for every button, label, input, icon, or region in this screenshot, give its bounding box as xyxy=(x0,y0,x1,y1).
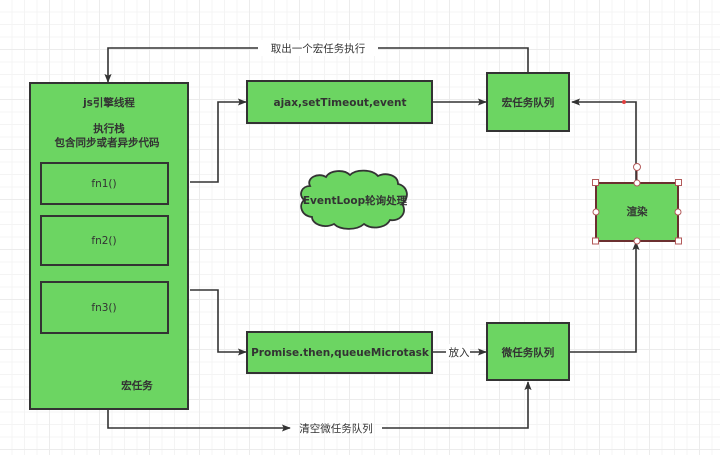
micro-queue-label: 微任务队列 xyxy=(501,346,555,359)
fn1-label: fn1() xyxy=(91,178,116,190)
stack-title: 执行栈 xyxy=(93,122,125,135)
resize-handle-ne[interactable] xyxy=(675,179,682,186)
stack-description: 包含同步或者异步代码 xyxy=(55,136,160,149)
node-micro-queue[interactable]: 微任务队列 xyxy=(486,322,570,381)
edge-render-to-macro[interactable] xyxy=(571,98,637,183)
edge-take-macro[interactable]: 取出一个宏任务执行 xyxy=(104,40,529,100)
resize-handle-sw[interactable] xyxy=(592,237,599,245)
edge-label-put-in: 放入 xyxy=(449,346,470,359)
fn2-label: fn2() xyxy=(91,235,116,247)
node-micro-sources[interactable]: Promise.then,queueMicrotask xyxy=(246,331,433,374)
edge-clear-micro[interactable]: 清空微任务队列 xyxy=(107,381,532,435)
selection-handles[interactable] xyxy=(592,163,682,245)
node-macro-sources[interactable]: ajax,setTimeout,event xyxy=(246,80,433,124)
resize-handle-w[interactable] xyxy=(592,208,600,216)
edge-label-take-macro: 取出一个宏任务执行 xyxy=(271,42,366,55)
edge-label-bg xyxy=(446,344,470,360)
engine-footer-macro-task: 宏任务 xyxy=(121,379,153,392)
render-label: 渲染 xyxy=(627,205,648,218)
resize-handle-e[interactable] xyxy=(674,208,682,216)
node-eventloop-cloud[interactable]: EventLoop轮询处理 xyxy=(300,169,408,230)
macro-sources-label: ajax,setTimeout,event xyxy=(273,97,406,109)
edge-put-in[interactable]: 放入 xyxy=(432,344,487,360)
node-fn3[interactable]: fn3() xyxy=(40,281,169,334)
edge-label-clear-micro: 清空微任务队列 xyxy=(299,422,373,435)
node-macro-queue[interactable]: 宏任务队列 xyxy=(486,72,570,132)
resize-handle-n[interactable] xyxy=(633,179,641,187)
edge-label-bg xyxy=(258,40,378,56)
macro-queue-label: 宏任务队列 xyxy=(502,96,555,109)
edge-fn1-to-macro-sources[interactable] xyxy=(190,98,247,183)
node-render[interactable]: 渲染 xyxy=(592,163,682,245)
engine-title: js引擎线程 xyxy=(82,96,135,109)
edge-micro-to-render[interactable] xyxy=(570,241,640,353)
resize-handle-s[interactable] xyxy=(633,237,641,245)
edge-fn3-to-micro-sources[interactable] xyxy=(190,289,247,356)
resize-handle-se[interactable] xyxy=(675,237,682,245)
waypoint-handle[interactable] xyxy=(622,100,626,104)
node-fn1[interactable]: fn1() xyxy=(40,162,169,205)
resize-handle-nw[interactable] xyxy=(592,179,599,186)
fn3-label: fn3() xyxy=(91,302,116,314)
node-fn2[interactable]: fn2() xyxy=(40,215,169,266)
cloud-label: EventLoop轮询处理 xyxy=(303,194,408,207)
micro-sources-label: Promise.then,queueMicrotask xyxy=(251,347,430,359)
rotate-handle[interactable] xyxy=(633,163,641,171)
